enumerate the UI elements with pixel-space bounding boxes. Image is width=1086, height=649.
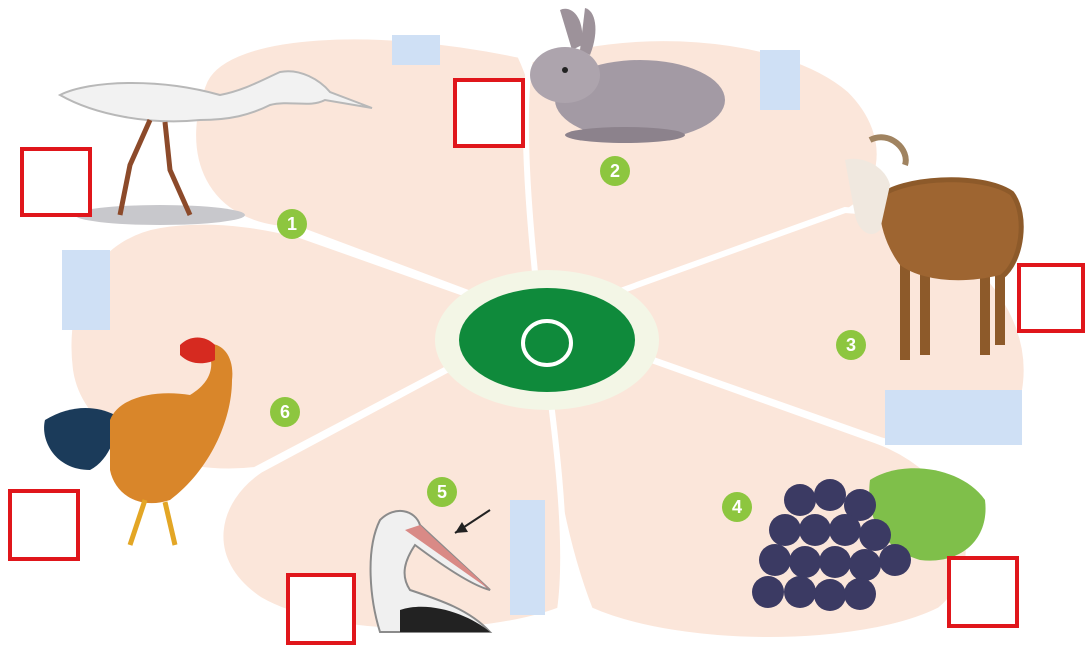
answer-box-grapes[interactable] [947, 556, 1019, 628]
answer-box-pelican[interactable] [286, 573, 356, 645]
petal-number-2: 2 [600, 156, 630, 186]
petal-number-1: 1 [277, 209, 307, 239]
answer-box-rooster[interactable] [8, 489, 80, 561]
answer-box-goat[interactable] [1017, 263, 1085, 333]
petal-number-4: 4 [722, 492, 752, 522]
answer-box-egret[interactable] [20, 147, 92, 217]
center-green [459, 288, 635, 392]
petal-number-6: 6 [270, 397, 300, 427]
petal-number-5: 5 [427, 477, 457, 507]
petal-number-3: 3 [836, 330, 866, 360]
answer-box-rabbit[interactable] [453, 78, 525, 148]
